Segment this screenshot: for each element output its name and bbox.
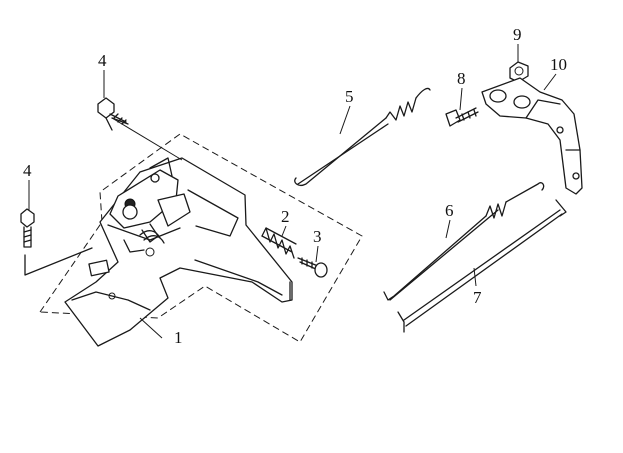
callout-part-4-upper: 4: [98, 51, 107, 70]
callout-part-10: 10: [550, 55, 567, 74]
callout-part-6: 6: [445, 201, 454, 220]
callout-part-2: 2: [281, 207, 290, 226]
callout-part-4-lower: 4: [23, 161, 32, 180]
callout-part-9: 9: [513, 25, 522, 44]
callout-part-5: 5: [345, 87, 354, 106]
callout-part-8: 8: [457, 69, 466, 88]
throttle-spring-rod: [294, 87, 431, 186]
callout-part-3: 3: [313, 227, 322, 246]
pan-head-screw: [297, 257, 328, 278]
governor-rod: [397, 199, 567, 333]
governor-arm: [481, 77, 583, 195]
flange-bolt-lower: [20, 208, 35, 248]
throttle-lever-assembly: [109, 157, 191, 253]
choke-spring-rod: [383, 182, 545, 301]
assembly-boundary: [39, 133, 363, 343]
square-head-bolt: [445, 107, 479, 127]
control-base-plate: [64, 157, 293, 347]
callout-part-1: 1: [174, 328, 183, 347]
callout-part-7: 7: [473, 288, 482, 307]
bolt-bracket: [24, 247, 93, 276]
compression-spring: [261, 227, 297, 259]
flange-bolt-upper: [97, 97, 129, 131]
